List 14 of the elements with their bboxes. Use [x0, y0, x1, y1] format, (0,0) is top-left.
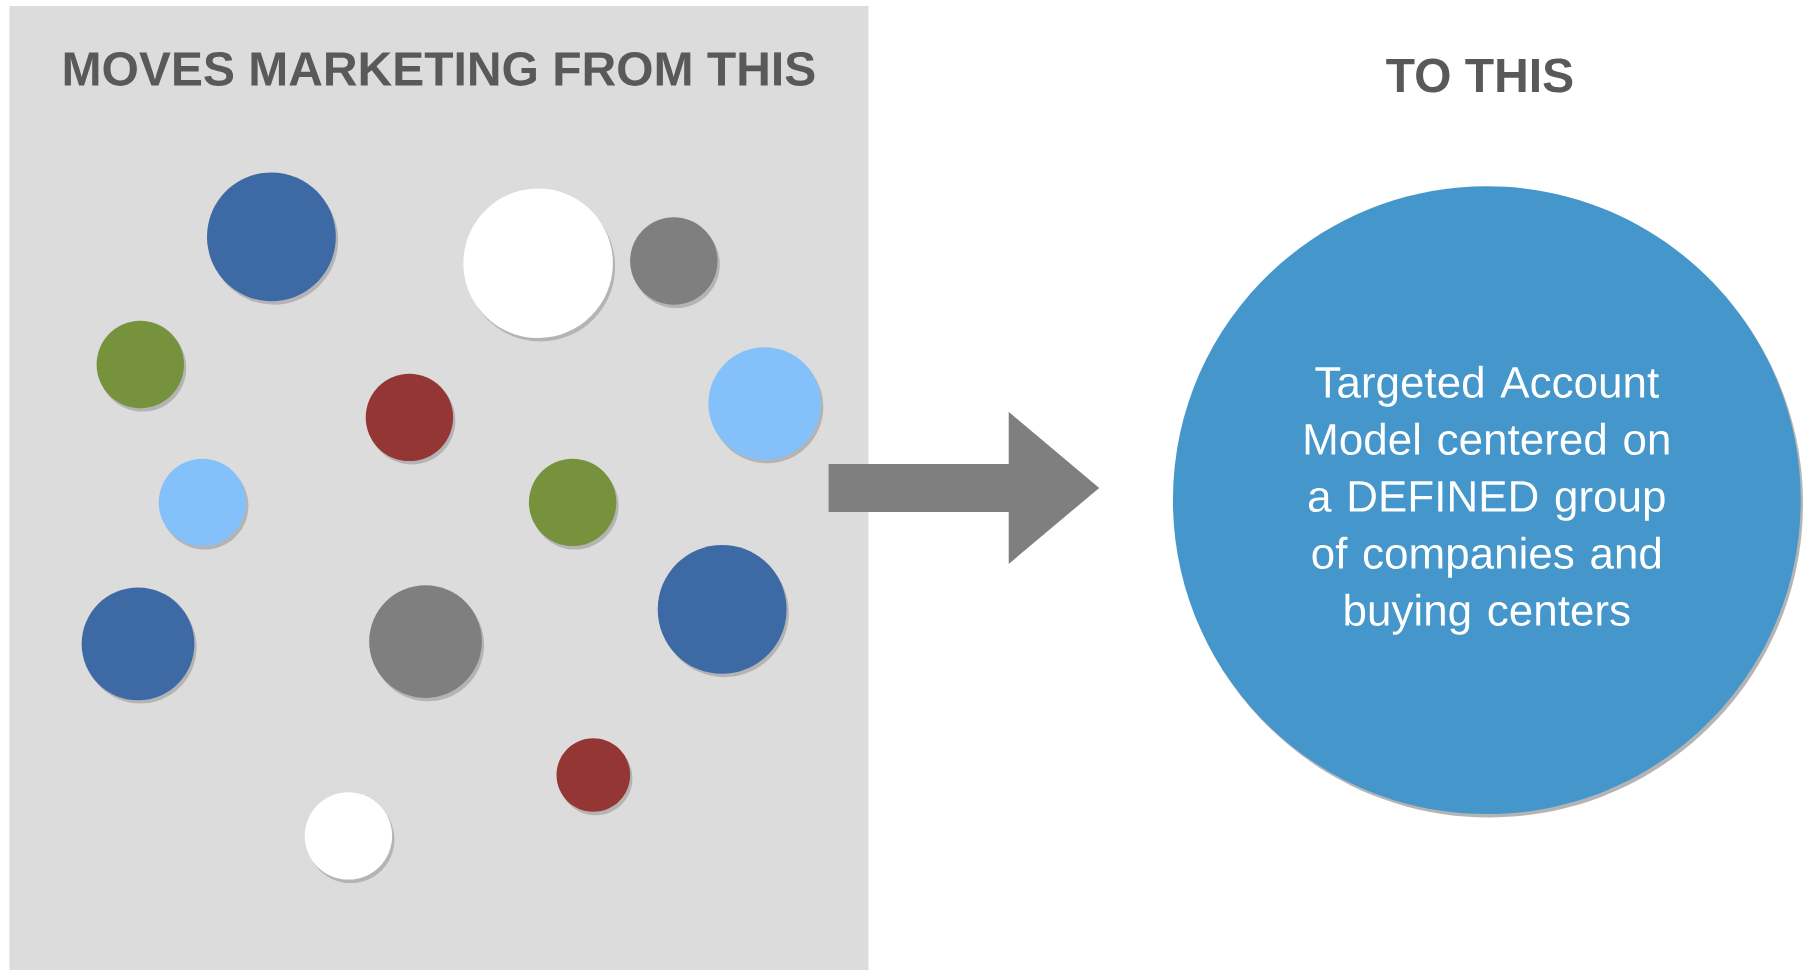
dot-circle — [630, 217, 720, 309]
heading: TO THIS — [1386, 58, 1573, 93]
dot-circle — [708, 347, 824, 464]
dot-circle — [158, 458, 249, 550]
dot-circle — [207, 172, 339, 305]
dot-circle — [528, 458, 619, 550]
dot-circle — [369, 585, 485, 702]
dot-circle — [96, 320, 187, 412]
dot-circle — [463, 188, 616, 342]
dot-circle — [304, 792, 395, 884]
dot-circle — [81, 587, 197, 704]
dot-circle — [657, 545, 789, 678]
dot-circle — [556, 738, 633, 816]
dot-circle — [365, 373, 456, 465]
